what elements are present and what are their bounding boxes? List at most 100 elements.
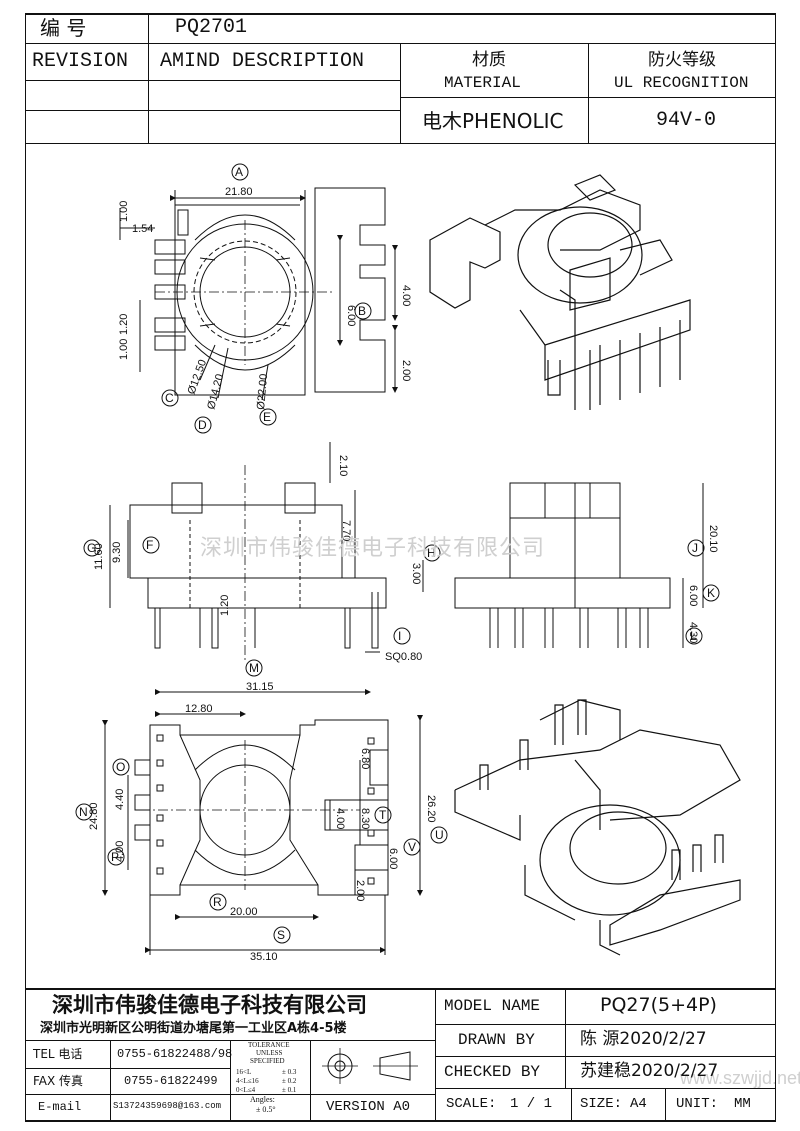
bubble-u: U — [435, 828, 444, 842]
tolerance-sub2: SPECIFIED — [250, 1057, 285, 1065]
drawn-label: DRAWN BY — [458, 1031, 535, 1049]
amend-label: AMIND DESCRIPTION — [160, 50, 365, 73]
iso-view-bottom — [454, 699, 741, 956]
dim-12-80: 12.80 — [185, 703, 213, 715]
bubble-b: B — [358, 304, 366, 318]
bubble-g: G — [87, 541, 96, 555]
tol-range-3: 0<L≤4 — [236, 1086, 256, 1094]
dim-dia-12-50: Ø12.50 — [186, 358, 210, 396]
dim-2-10: 2.10 — [337, 455, 349, 476]
revision-label: REVISION — [32, 50, 129, 73]
bubble-a: A — [235, 165, 243, 179]
code-label: 编 号 — [40, 16, 87, 40]
dim-8-30: 8.30 — [359, 808, 371, 829]
dim-9-30: 9.30 — [111, 542, 123, 563]
dim-4-00-bottom-right: 4.00 — [334, 808, 346, 829]
angles-label: Angles: — [250, 1095, 275, 1104]
tol-range-2: 4<L≤16 — [236, 1077, 259, 1085]
fax-label: FAX 传真 — [33, 1074, 84, 1088]
tolerance-sub1: UNLESS — [256, 1049, 283, 1057]
dim-4-00: 4.00 — [400, 285, 412, 306]
angles-value: ± 0.5° — [256, 1105, 276, 1114]
scale-label: SCALE: — [446, 1096, 497, 1112]
company-name: 深圳市伟骏佳德电子科技有限公司 — [52, 993, 367, 1017]
checked-label: CHECKED BY — [444, 1063, 541, 1081]
size-label: SIZE: — [580, 1096, 623, 1112]
bubble-s: S — [277, 928, 285, 942]
front-view — [109, 442, 424, 660]
dim-3-00: 3.00 — [410, 563, 422, 584]
dim-20-00: 20.00 — [230, 906, 258, 918]
dim-1-20-front: 1.20 — [219, 595, 231, 616]
fax-value: 0755-61822499 — [124, 1074, 218, 1088]
tol-val-2: ± 0.2 — [282, 1077, 297, 1085]
email-label: E-mail — [38, 1100, 82, 1114]
model-value: PQ27(5+4P) — [600, 994, 717, 1016]
model-label: MODEL NAME — [444, 997, 541, 1015]
bubble-k: K — [707, 586, 715, 600]
company-address: 深圳市光明新区公明街道办塘尾第一工业区A栋4-5楼 — [40, 1021, 347, 1036]
unit-label: UNIT: — [676, 1096, 719, 1112]
watermark-site: www.szwjjd.net — [680, 1068, 800, 1088]
dim-1-20: 1.20 — [118, 314, 130, 335]
bubble-c: C — [165, 391, 174, 405]
size-value: A4 — [630, 1096, 647, 1112]
ul-en: UL RECOGNITION — [614, 74, 749, 92]
bubble-i: I — [398, 629, 401, 643]
ul-value: 94V-0 — [656, 109, 717, 132]
dim-35-10: 35.10 — [250, 951, 278, 963]
dim-6-00-bottom: 6.00 — [387, 848, 399, 869]
material-cn: 材质 — [472, 50, 506, 70]
bubble-p: P — [111, 850, 119, 864]
bubble-o: O — [116, 760, 125, 774]
side-view — [454, 482, 704, 648]
email-value: S13724359698@163.com — [113, 1101, 222, 1111]
tol-range-1: 16<L — [236, 1068, 252, 1076]
dim-dia-22-00: Ø22.00 — [255, 373, 270, 410]
dim-6-00: 6.00 — [345, 305, 357, 326]
dim-sq0-80: SQ0.80 — [385, 651, 422, 663]
dim-26-20: 26.20 — [425, 795, 437, 823]
tolerance-title: TOLERANCE — [248, 1041, 290, 1049]
dim-1-00-top: 1.00 — [118, 201, 130, 222]
tol-val-3: ± 0.1 — [282, 1086, 297, 1094]
bubble-d: D — [198, 418, 207, 432]
bubble-v: V — [408, 840, 416, 854]
tol-val-1: ± 0.3 — [282, 1068, 297, 1076]
bubble-j: J — [692, 541, 698, 555]
dim-7-70: 7.70 — [340, 520, 352, 541]
dim-1-00-bot: 1.00 — [118, 339, 130, 360]
dim-24-80: 24.80 — [88, 802, 100, 830]
bubble-r: R — [213, 895, 222, 909]
dim-2-00-bottom: 2.00 — [354, 880, 366, 901]
checked-value: 苏建稳2020/2/27 — [580, 1061, 719, 1081]
drawn-value: 陈 源2020/2/27 — [580, 1029, 707, 1049]
top-view-bubbles — [161, 163, 372, 434]
bottom-view — [102, 689, 423, 955]
bubble-n: N — [79, 805, 88, 819]
dim-31-15: 31.15 — [246, 681, 274, 693]
dim-6-80: 6.80 — [359, 748, 371, 769]
ul-cn: 防火等级 — [648, 50, 716, 70]
top-view — [119, 187, 398, 401]
bubble-t: T — [379, 808, 387, 822]
dim-1-54: 1.54 — [132, 223, 153, 235]
dim-2-00: 2.00 — [400, 360, 412, 381]
watermark-company: 深圳市伟骏佳德电子科技有限公司 — [200, 536, 546, 561]
dim-dia-14-20: Ø14.20 — [205, 373, 226, 411]
projection-symbol-icon — [322, 1048, 418, 1084]
tel-label: TEL 电话 — [33, 1047, 83, 1061]
dim-4-30: 4.30 — [687, 622, 699, 643]
dim-4-40: 4.40 — [114, 789, 126, 810]
code-value: PQ2701 — [175, 16, 248, 39]
dim-4-00-bottom-left: 4.00 — [114, 841, 126, 862]
top-view-labels: 21.80 1.54 1.00 1.20 1.00 6.00 4.00 2.00… — [118, 186, 412, 411]
material-value: 电木PHENOLIC — [422, 109, 564, 133]
bubble-m: M — [249, 661, 259, 675]
scale-value: 1 / 1 — [510, 1096, 553, 1112]
material-en: MATERIAL — [444, 74, 521, 92]
tel-value: 0755-61822488/98 — [117, 1047, 233, 1061]
bubble-l: L — [690, 629, 697, 643]
bubble-f: F — [146, 538, 153, 552]
